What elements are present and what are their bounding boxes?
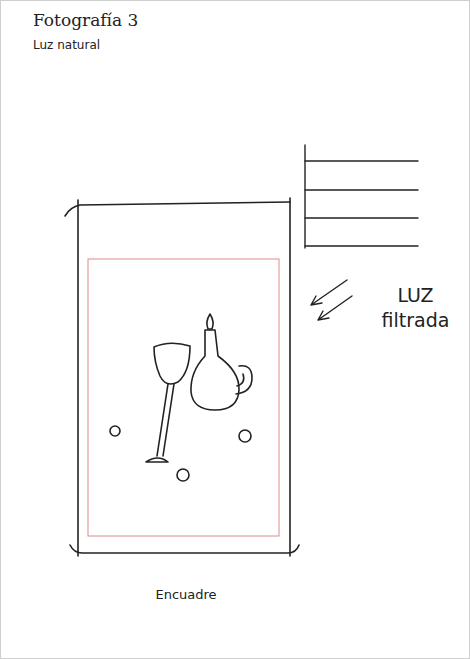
light-arrows (311, 280, 352, 320)
circle-dot (110, 426, 120, 436)
light-note: LUZ filtrada (368, 283, 463, 332)
blind-slat (305, 245, 418, 246)
circle-dot (239, 430, 251, 442)
wine-glass-bowl (154, 343, 190, 384)
frame-node: Encuadre (70, 198, 302, 606)
frame-left (77, 200, 79, 556)
wine-glass-base (146, 458, 168, 462)
frame (65, 198, 299, 556)
subtitle: Luz natural (33, 38, 233, 52)
frame-right (289, 198, 291, 556)
frame-top (65, 202, 290, 216)
bottle-handle-inner (237, 374, 244, 386)
blind-slat (305, 160, 418, 161)
title: Fotografía 3 (33, 10, 138, 30)
window-blind (305, 145, 418, 248)
frame-caption: Encuadre (70, 587, 302, 602)
circle-dot (177, 469, 189, 481)
blind-slat (305, 189, 418, 190)
bottle-handle (236, 366, 252, 394)
light-arrow (311, 280, 347, 305)
wine-glass-stem (157, 384, 174, 456)
crop-rectangle (88, 259, 279, 536)
blind-slat (305, 217, 418, 218)
frame-bottom (70, 545, 299, 553)
still-life (110, 314, 252, 481)
light-arrow (318, 296, 352, 320)
candle-flame (207, 314, 213, 329)
bottle-body (191, 330, 239, 410)
